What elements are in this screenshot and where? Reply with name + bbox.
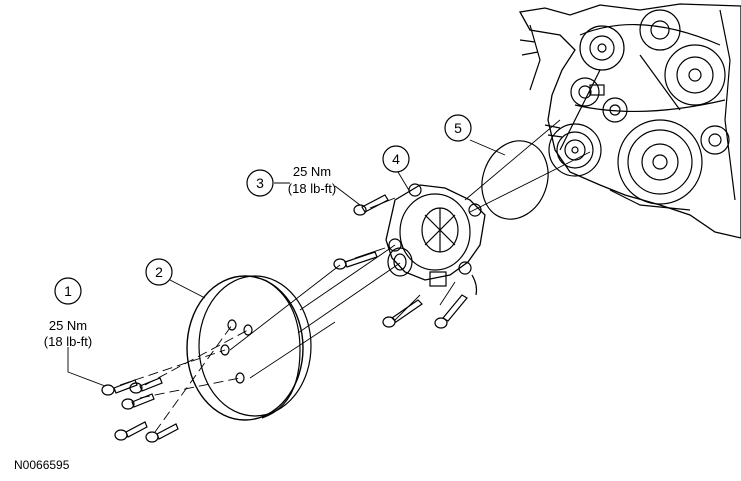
- callout-2: 2: [145, 258, 173, 286]
- o-ring-gasket: [481, 140, 549, 220]
- callout-3-torque-lbft: (18 lb-ft): [288, 181, 336, 196]
- callout-2-number: 2: [155, 264, 163, 280]
- callout-3-torque-nm: 25 Nm: [293, 164, 331, 179]
- callout-5: 5: [444, 114, 472, 142]
- callout-4: 4: [382, 145, 410, 173]
- callout-4-number: 4: [392, 151, 400, 167]
- water-pump: [385, 183, 486, 296]
- callout-1-torque-lbft: (18 lb-ft): [44, 334, 92, 349]
- pump-bolts: [333, 194, 468, 329]
- pulley-bolts: [101, 377, 179, 443]
- figure-id: N0066595: [14, 458, 70, 472]
- callout-1-torque-nm: 25 Nm: [49, 318, 87, 333]
- callout-1: 1 25 Nm (18 lb-ft): [44, 277, 92, 349]
- callout-5-number: 5: [454, 120, 462, 136]
- callout-3-number: 3: [256, 175, 264, 191]
- engine-front: [518, 3, 741, 239]
- water-pump-pulley: [186, 275, 312, 421]
- callout-3: 3 25 Nm (18 lb-ft): [246, 164, 336, 197]
- alignment-lines: [119, 119, 591, 433]
- callout-1-number: 1: [64, 283, 72, 299]
- leader-lines: [67, 139, 506, 387]
